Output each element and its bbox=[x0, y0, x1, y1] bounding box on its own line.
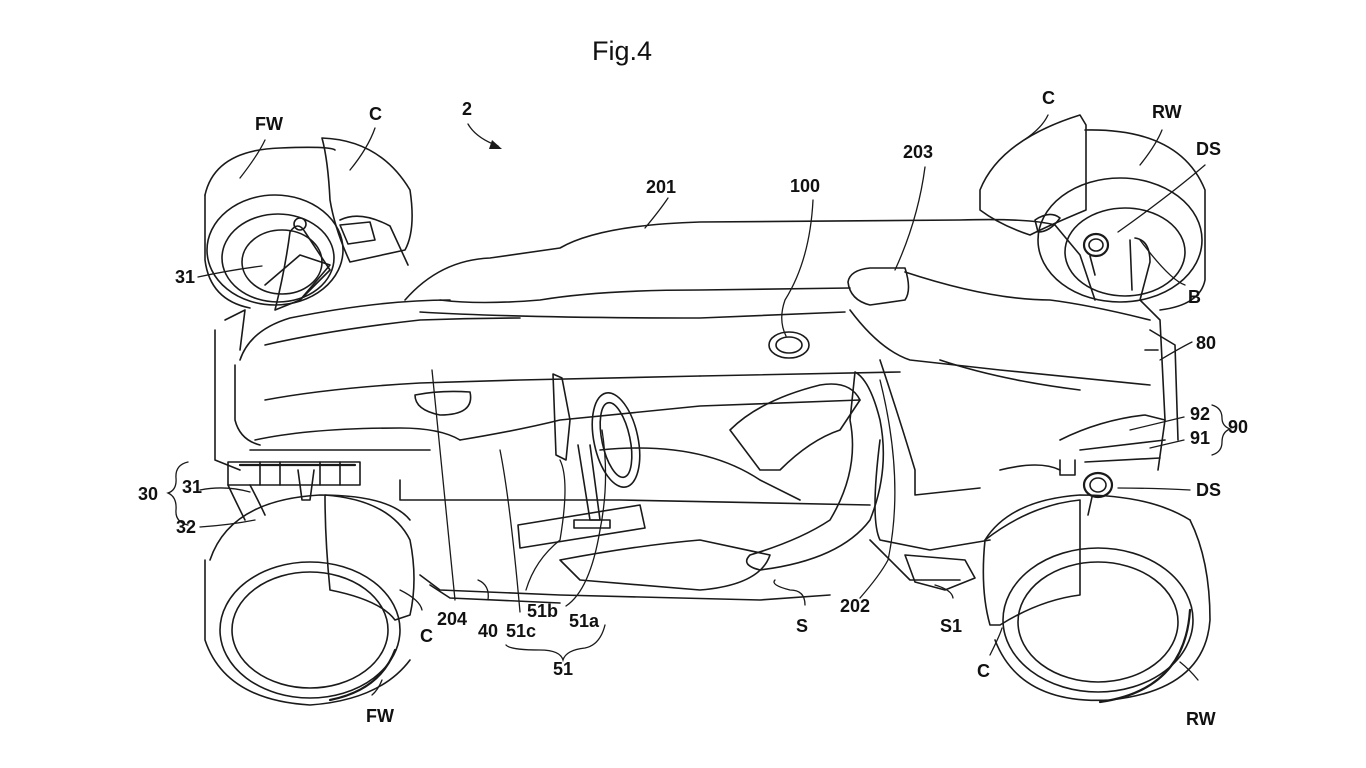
label-c-front-top: C bbox=[369, 104, 382, 124]
label-203: 203 bbox=[903, 142, 933, 162]
front-wheel-top bbox=[204, 146, 409, 309]
label-s1: S1 bbox=[940, 616, 962, 636]
label-31-top: 31 bbox=[175, 267, 195, 287]
brace-51 bbox=[505, 624, 606, 663]
label-51: 51 bbox=[553, 659, 573, 679]
label-40: 40 bbox=[478, 621, 498, 641]
label-202: 202 bbox=[840, 596, 870, 616]
label-51a: 51a bbox=[569, 611, 600, 631]
cover-front-bottom bbox=[324, 494, 415, 621]
cover-rear-top bbox=[979, 114, 1087, 236]
reference-labels: FW C 31 201 100 203 C RW DS B 80 92 91 9… bbox=[138, 88, 1248, 729]
label-51c: 51c bbox=[506, 621, 536, 641]
brace-30 bbox=[166, 461, 189, 526]
label-91: 91 bbox=[1190, 428, 1210, 448]
label-vehicle: 2 bbox=[462, 99, 472, 119]
drive-shaft-top bbox=[1082, 232, 1110, 276]
label-32: 32 bbox=[176, 517, 196, 537]
label-fw-bottom: FW bbox=[366, 706, 394, 726]
vehicle-body bbox=[214, 218, 1179, 604]
label-92: 92 bbox=[1190, 404, 1210, 424]
label-c-rear-top: C bbox=[1042, 88, 1055, 108]
front-wheel-bottom bbox=[204, 494, 411, 706]
label-30: 30 bbox=[138, 484, 158, 504]
label-51b: 51b bbox=[527, 601, 558, 621]
leader-lines bbox=[197, 114, 1206, 696]
label-s: S bbox=[796, 616, 808, 636]
steering-51 bbox=[517, 373, 646, 549]
cover-front-top bbox=[321, 137, 413, 263]
suspension-30 bbox=[227, 484, 266, 521]
label-ds-top: DS bbox=[1196, 139, 1221, 159]
label-c-front-bottom: C bbox=[420, 626, 433, 646]
seat-s bbox=[559, 371, 885, 591]
cover-rear-bottom bbox=[982, 499, 1081, 626]
vehicle-reference: 2 bbox=[462, 99, 502, 149]
label-80: 80 bbox=[1196, 333, 1216, 353]
figure-title: Fig.4 bbox=[592, 36, 652, 66]
fuel-cap-100 bbox=[768, 331, 810, 359]
label-b: B bbox=[1188, 287, 1201, 307]
label-fw-top: FW bbox=[255, 114, 283, 134]
label-90: 90 bbox=[1228, 417, 1248, 437]
label-ds-bottom: DS bbox=[1196, 480, 1221, 500]
brace-90 bbox=[1211, 404, 1232, 456]
vehicle-arrowhead bbox=[489, 140, 502, 149]
label-204: 204 bbox=[437, 609, 467, 629]
drive-shaft-bottom bbox=[1059, 459, 1114, 516]
rear-frame-202 bbox=[869, 439, 991, 591]
label-201: 201 bbox=[646, 177, 676, 197]
rear-wheel-top bbox=[1037, 129, 1206, 311]
label-rw-top: RW bbox=[1152, 102, 1182, 122]
label-rw-bottom: RW bbox=[1186, 709, 1216, 729]
label-c-rear-bottom: C bbox=[977, 661, 990, 681]
label-31-bottom: 31 bbox=[182, 477, 202, 497]
rear-wheel-bottom bbox=[984, 494, 1211, 704]
label-100: 100 bbox=[790, 176, 820, 196]
